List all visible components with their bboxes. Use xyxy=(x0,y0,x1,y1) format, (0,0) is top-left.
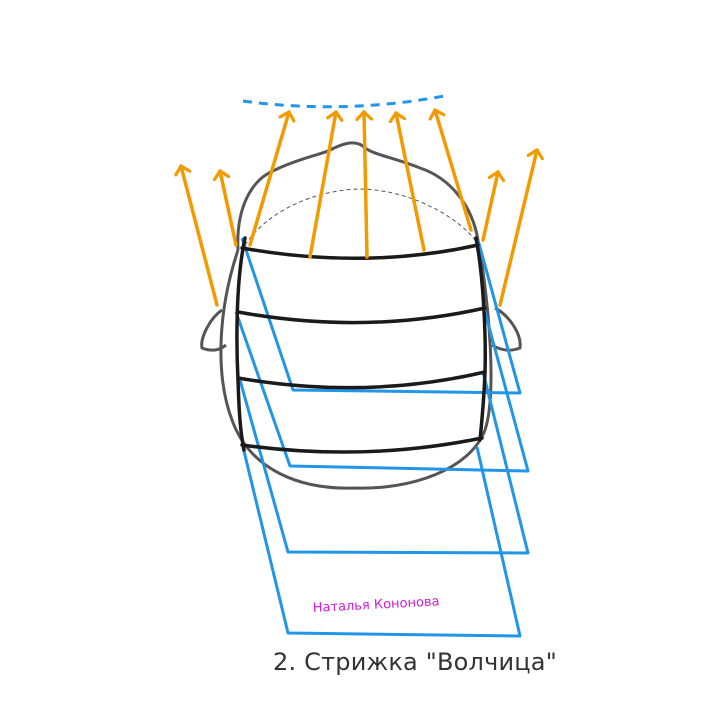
diagram-caption: 2. Стрижка "Волчица" xyxy=(273,648,557,676)
arrow-6 xyxy=(396,111,426,252)
section-plane-3 xyxy=(238,371,530,555)
arrow-5 xyxy=(364,110,367,259)
band-side-left xyxy=(235,236,247,452)
section-planes xyxy=(234,237,530,638)
arrow-4 xyxy=(308,110,336,259)
arrow-7 xyxy=(435,108,473,232)
band-4 xyxy=(240,436,484,454)
band-3 xyxy=(236,370,487,390)
arrow-3 xyxy=(248,110,289,247)
section-plane-1 xyxy=(240,237,522,395)
arrow-9 xyxy=(498,148,537,307)
band-side-right xyxy=(474,236,487,442)
crown-dashed-arc xyxy=(242,93,451,109)
section-plane-2 xyxy=(234,311,530,473)
crown-guideline xyxy=(244,188,476,246)
hair-bands xyxy=(235,236,487,454)
head-outline xyxy=(200,141,522,490)
arrow-2 xyxy=(220,169,238,247)
elevation-arrows xyxy=(181,108,537,307)
section-plane-4 xyxy=(241,446,522,638)
watermark-text: Наталья Кононова xyxy=(312,594,440,616)
band-1 xyxy=(240,243,480,261)
arrow-8 xyxy=(481,170,498,242)
band-2 xyxy=(236,306,487,325)
arrow-1 xyxy=(181,164,219,307)
